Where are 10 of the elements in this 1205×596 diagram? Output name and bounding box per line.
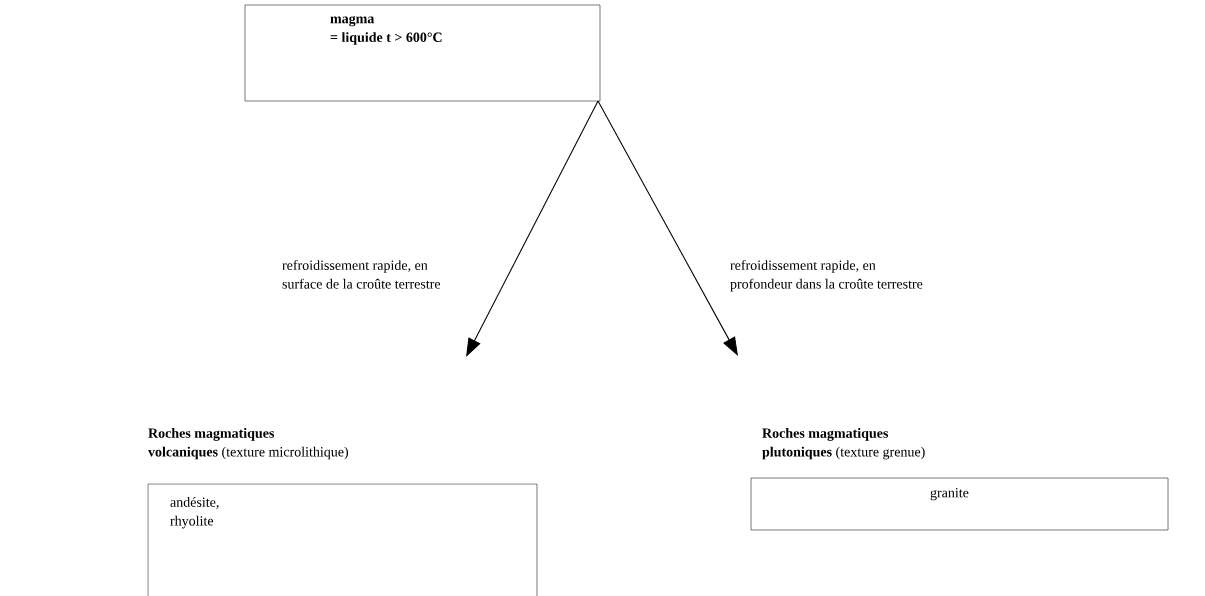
box-text: granite: [930, 488, 969, 501]
edge-label: refroidissement rapide, en profondeur dans la croûte terrestre: [730, 260, 923, 292]
process-box: [244, 4, 601, 102]
arrow: [597, 100, 738, 356]
edge-label: refroidissement rapide, en surface de la croûte terrestre: [282, 260, 441, 289]
arrow: [466, 100, 599, 357]
box-text: andésite, rhyolite: [170, 497, 219, 529]
heading-text: Roches magmatiques volcaniques (texture microlithique): [148, 428, 349, 460]
heading-text: Roches magmatiques plutoniques (texture grenue): [762, 428, 925, 460]
node-text: magma = liquide t > 600°C: [330, 16, 442, 45]
